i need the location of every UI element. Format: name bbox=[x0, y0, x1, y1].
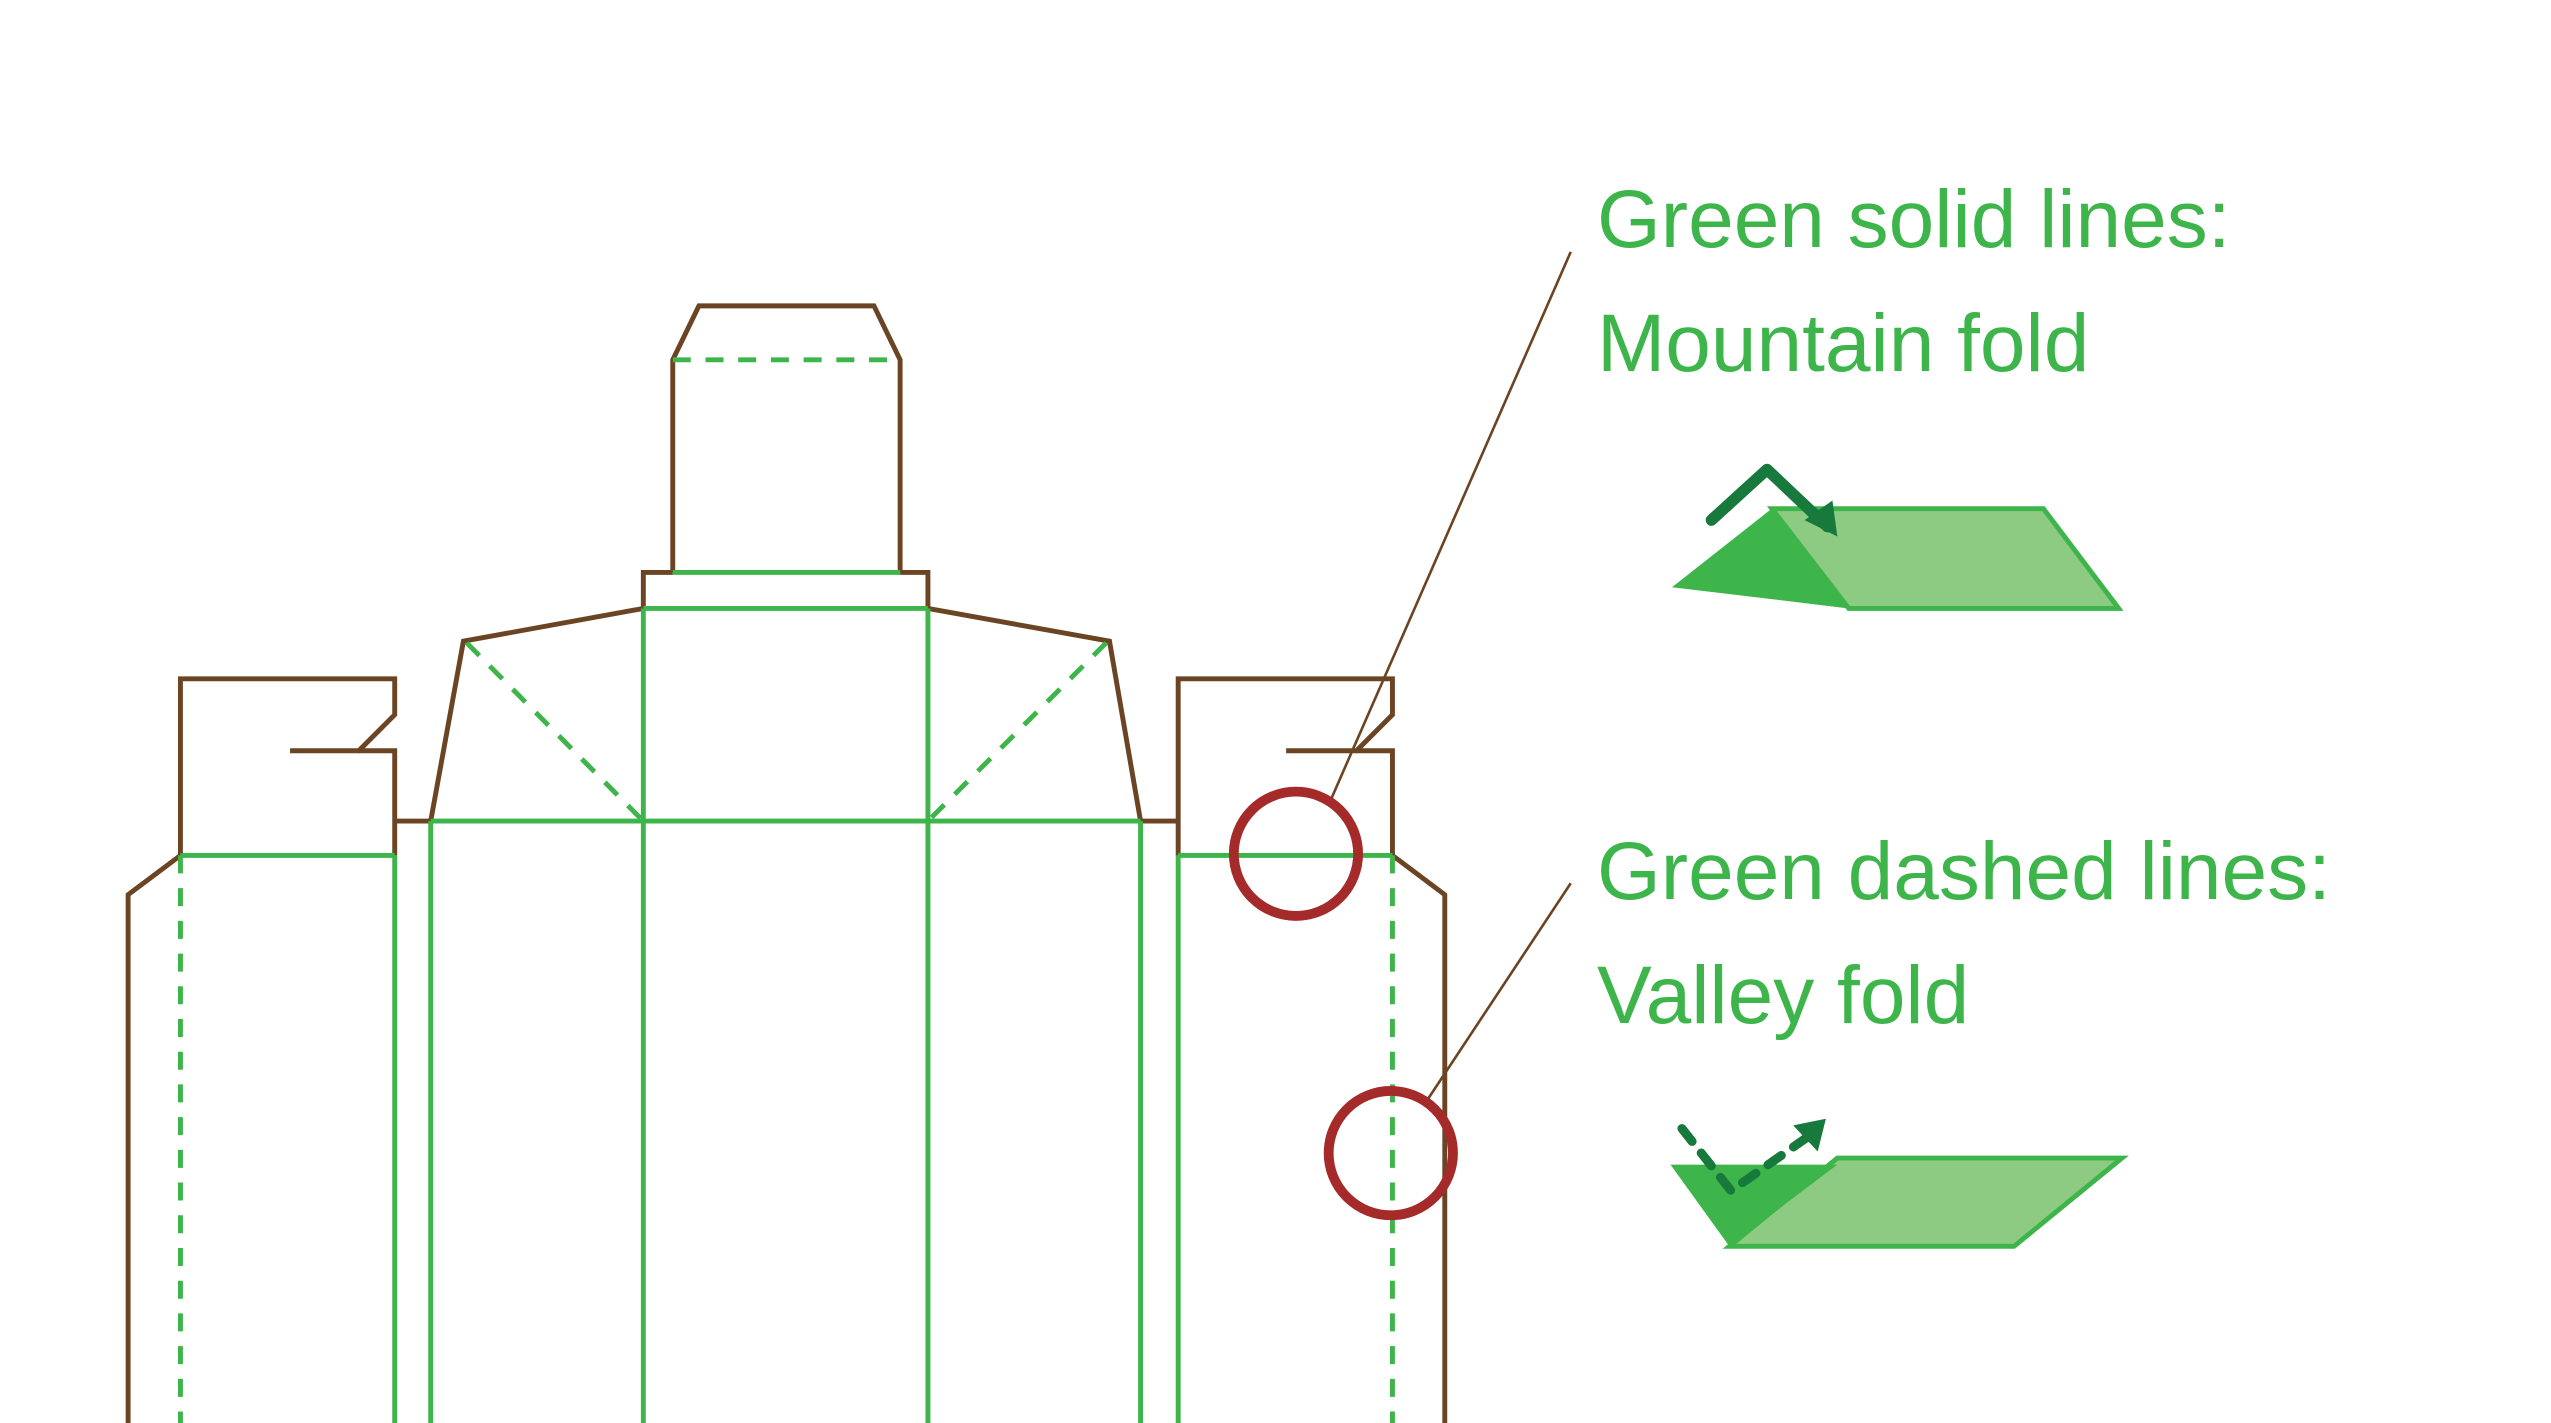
top-panel-right-cut bbox=[900, 570, 931, 609]
fold-line-dashed bbox=[464, 641, 646, 823]
cut-outline bbox=[125, 303, 1448, 1423]
pointer-lines bbox=[1327, 251, 1572, 1102]
valley-pointer-line bbox=[1425, 882, 1572, 1102]
left-outer-edge-cut bbox=[125, 853, 182, 1423]
mountain-fold-legend: Green solid lines: Mountain fold bbox=[1597, 158, 2231, 406]
valley-fold-legend: Green dashed lines: Valley fold bbox=[1597, 810, 2331, 1058]
valley-fold-lowered-panel bbox=[1670, 1164, 1838, 1247]
right-dust-flap-cut bbox=[927, 606, 1143, 822]
right-side-flap-cut bbox=[1175, 676, 1395, 856]
mountain-fold-heading: Green solid lines: bbox=[1597, 174, 2231, 265]
valley-fold-heading: Green dashed lines: bbox=[1597, 826, 2331, 917]
mountain-pointer-line bbox=[1327, 251, 1572, 806]
highlight-circles bbox=[1228, 786, 1458, 1221]
left-side-flap-cut bbox=[177, 676, 398, 856]
valley-fold-arrowhead-icon bbox=[1793, 1118, 1826, 1152]
mountain-fold-icon bbox=[1672, 463, 2124, 611]
valley-fold-arrow-icon bbox=[1677, 1124, 1813, 1196]
valley-fold-lines bbox=[177, 357, 1395, 1423]
valley-fold-highlight-circle bbox=[1323, 1086, 1458, 1221]
mountain-fold-arrowhead-icon bbox=[1804, 500, 1838, 537]
fold-line-dashed bbox=[926, 641, 1108, 823]
right-notch-edge-cut bbox=[1356, 748, 1395, 856]
right-outer-edge-cut bbox=[1390, 853, 1448, 1423]
top-tuck-tab-cut bbox=[670, 303, 903, 573]
mountain-fold-raised-panel-shade bbox=[1672, 508, 1833, 588]
valley-fold-icon bbox=[1670, 1118, 2129, 1249]
left-dust-flap-cut bbox=[428, 606, 644, 822]
top-panel-left-cut bbox=[640, 570, 673, 609]
mountain-fold-label: Mountain fold bbox=[1597, 298, 2090, 389]
left-notch-edge-cut bbox=[358, 748, 398, 856]
valley-fold-label: Valley fold bbox=[1597, 950, 1970, 1041]
mountain-fold-lines bbox=[180, 570, 1393, 1423]
mountain-fold-arrow-icon bbox=[1705, 463, 1834, 533]
mountain-fold-highlight-circle bbox=[1228, 786, 1364, 921]
